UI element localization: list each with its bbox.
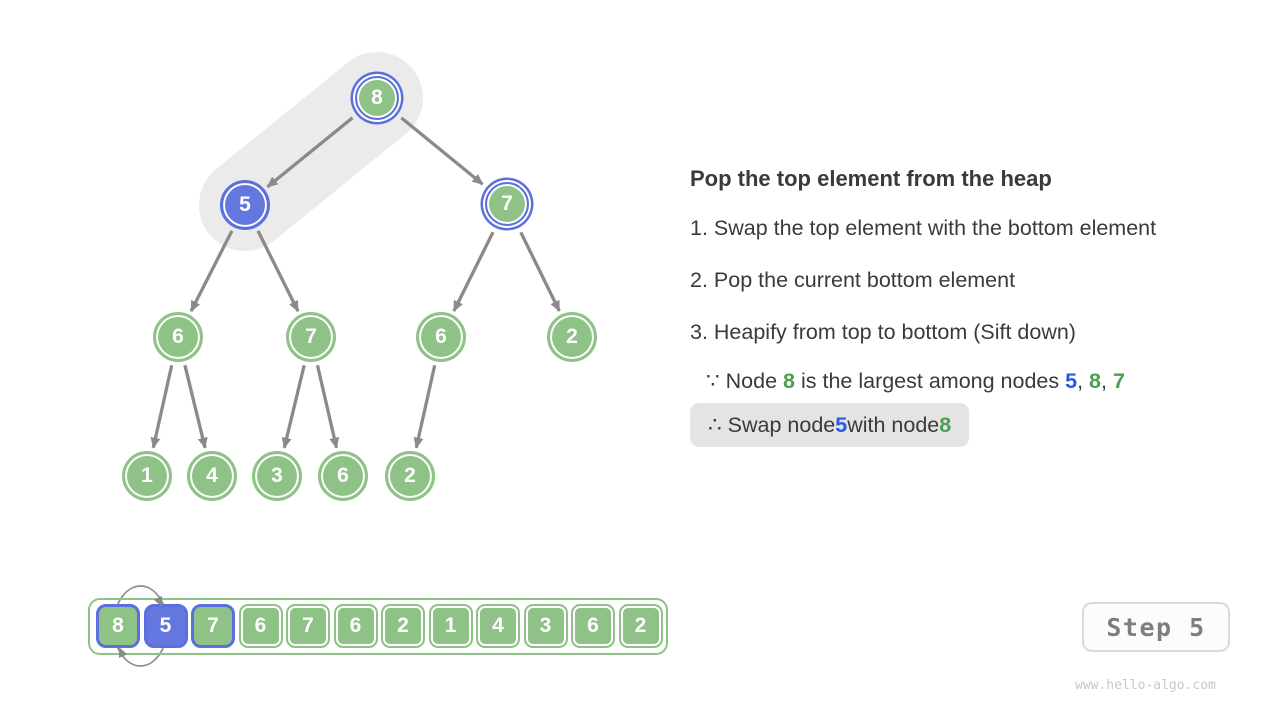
because-node-8: 8 (783, 369, 795, 393)
tree-node: 1 (122, 451, 172, 501)
tree-edge (281, 364, 306, 449)
therefore-note: ∴ Swap node 5 with node 8 (690, 403, 970, 447)
tree-node: 6 (318, 451, 368, 501)
instruction-step-3: 3. Heapify from top to bottom (Sift down… (690, 320, 1076, 344)
tree-edge (413, 364, 437, 449)
tree-node: 2 (547, 312, 597, 362)
array-cell: 7 (191, 604, 235, 648)
tree-edge (315, 364, 340, 449)
because-note: ∵ Node 8 is the largest among nodes 5, 8… (706, 369, 1125, 394)
array-cell: 7 (286, 604, 330, 648)
watermark: www.hello-algo.com (1075, 678, 1216, 693)
tree-node: 6 (416, 312, 466, 362)
array-cell: 2 (618, 604, 663, 648)
step-badge: Step 5 (1082, 602, 1230, 652)
array-cell: 1 (428, 604, 473, 648)
because-prefix: ∵ Node (706, 369, 784, 393)
instruction-step-1: 1. Swap the top element with the bottom … (690, 216, 1157, 240)
tree-node: 3 (252, 451, 302, 501)
tree-node: 7 (485, 182, 529, 226)
heap-array-container (88, 598, 668, 655)
tree-node: 6 (153, 312, 203, 362)
array-cell: 8 (96, 604, 140, 648)
array-cell: 3 (523, 604, 568, 648)
tree-node: 7 (286, 312, 336, 362)
therefore-middle: with node (847, 412, 940, 437)
tree-node: 2 (385, 451, 435, 501)
tree-edge (452, 231, 495, 312)
tree-edge (266, 116, 354, 189)
because-middle: is the largest among nodes (795, 369, 1066, 393)
tree-edges (150, 116, 561, 449)
because-comma2: , (1101, 369, 1113, 393)
because-comma1: , (1077, 369, 1090, 393)
tree-edge (189, 230, 234, 312)
tree-node: 8 (355, 76, 399, 120)
tree-edge (400, 116, 484, 186)
tree-edge (183, 364, 208, 449)
because-node-8b: 8 (1089, 369, 1101, 393)
array-cell: 5 (143, 604, 188, 648)
array-cell: 6 (571, 604, 615, 648)
array-cell: 4 (476, 604, 520, 648)
because-node-7: 7 (1112, 369, 1125, 393)
tree-node: 4 (187, 451, 237, 501)
tree-edge (519, 231, 561, 312)
page-title: Pop the top element from the heap (690, 166, 1052, 191)
array-cell: 6 (238, 604, 283, 648)
tree-node: 5 (220, 180, 270, 230)
tree-edge (150, 364, 174, 449)
array-cell: 2 (381, 604, 425, 648)
therefore-node-5: 5 (835, 412, 848, 437)
heap-array: 8 5 7 6 7 6 2 1 4 3 6 2 (96, 604, 663, 648)
therefore-node-8: 8 (939, 412, 952, 437)
because-node-5: 5 (1065, 369, 1078, 393)
array-cell: 6 (333, 604, 378, 648)
instruction-step-2: 2. Pop the current bottom element (690, 268, 1016, 292)
tree-edge (256, 230, 300, 312)
therefore-prefix: ∴ Swap node (708, 412, 836, 437)
